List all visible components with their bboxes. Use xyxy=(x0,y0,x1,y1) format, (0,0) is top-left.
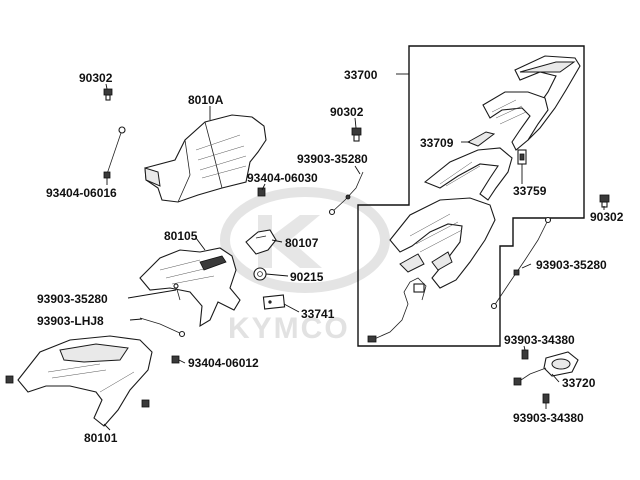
part-93903-34380-screw-a xyxy=(521,349,529,360)
part-93903-35280-strap-a xyxy=(328,171,364,216)
part-93903-LHJ8-strap xyxy=(139,317,186,338)
part-8010A-fender xyxy=(144,114,267,203)
part-90302-bolt-a xyxy=(103,88,113,101)
part-93404-06016-screw xyxy=(103,126,126,179)
part-33700-rear-cowl-middle xyxy=(482,91,549,151)
label-93903-34380-a: 93903-34380 xyxy=(504,333,575,347)
brand-watermark: KYMCO xyxy=(228,312,350,345)
label-90215: 90215 xyxy=(290,270,324,284)
part-93903-34380-screw-b xyxy=(542,393,550,404)
part-93404-06030-screw xyxy=(257,187,266,197)
label-33700: 33700 xyxy=(344,68,378,82)
part-33700-wiring-harness xyxy=(367,277,427,343)
part-93903-35280-strap-c xyxy=(173,283,181,301)
label-33709: 33709 xyxy=(420,136,454,150)
label-33741: 33741 xyxy=(301,307,335,321)
label-8010A: 8010A xyxy=(188,93,224,107)
part-33700-tail-light-housing xyxy=(389,197,496,289)
label-90302-b: 90302 xyxy=(330,105,364,119)
part-33700-rear-cowl-lower xyxy=(423,147,513,201)
part-90215-washer xyxy=(253,267,267,281)
part-80107-bracket xyxy=(245,229,277,255)
leader-lines xyxy=(103,73,605,431)
label-93903-35280-b: 93903-35280 xyxy=(536,258,607,272)
label-90302-c: 90302 xyxy=(590,210,624,224)
part-90302-bolt-c xyxy=(599,194,610,208)
label-80101: 80101 xyxy=(84,431,118,445)
group-frame-33700 xyxy=(357,45,585,347)
label-93903-34380-b: 93903-34380 xyxy=(513,411,584,425)
label-33720: 33720 xyxy=(562,376,596,390)
label-93903-LHJ8: 93903-LHJ8 xyxy=(37,314,104,328)
label-93903-35280-c: 93903-35280 xyxy=(37,292,108,306)
part-33759-bracket xyxy=(517,149,527,165)
kymco-logo-watermark xyxy=(220,187,390,293)
label-80105: 80105 xyxy=(164,229,198,243)
label-90302-a: 90302 xyxy=(79,71,113,85)
part-93404-06012-screw xyxy=(171,355,180,364)
part-93903-35280-strap-b xyxy=(490,216,552,310)
part-80101-under-cover xyxy=(5,335,153,427)
part-80105-carrier-frame xyxy=(139,247,241,328)
label-80107: 80107 xyxy=(285,236,319,250)
part-33709-reflector xyxy=(466,131,496,147)
part-33720-license-light xyxy=(513,351,579,386)
label-33759: 33759 xyxy=(513,184,547,198)
label-93404-06012: 93404-06012 xyxy=(188,356,259,370)
label-93903-35280-a: 93903-35280 xyxy=(297,152,368,166)
label-93404-06030: 93404-06030 xyxy=(247,171,318,185)
part-90302-bolt-b xyxy=(351,127,362,142)
label-93404-06016: 93404-06016 xyxy=(46,186,117,200)
part-33741-plate xyxy=(262,294,286,310)
